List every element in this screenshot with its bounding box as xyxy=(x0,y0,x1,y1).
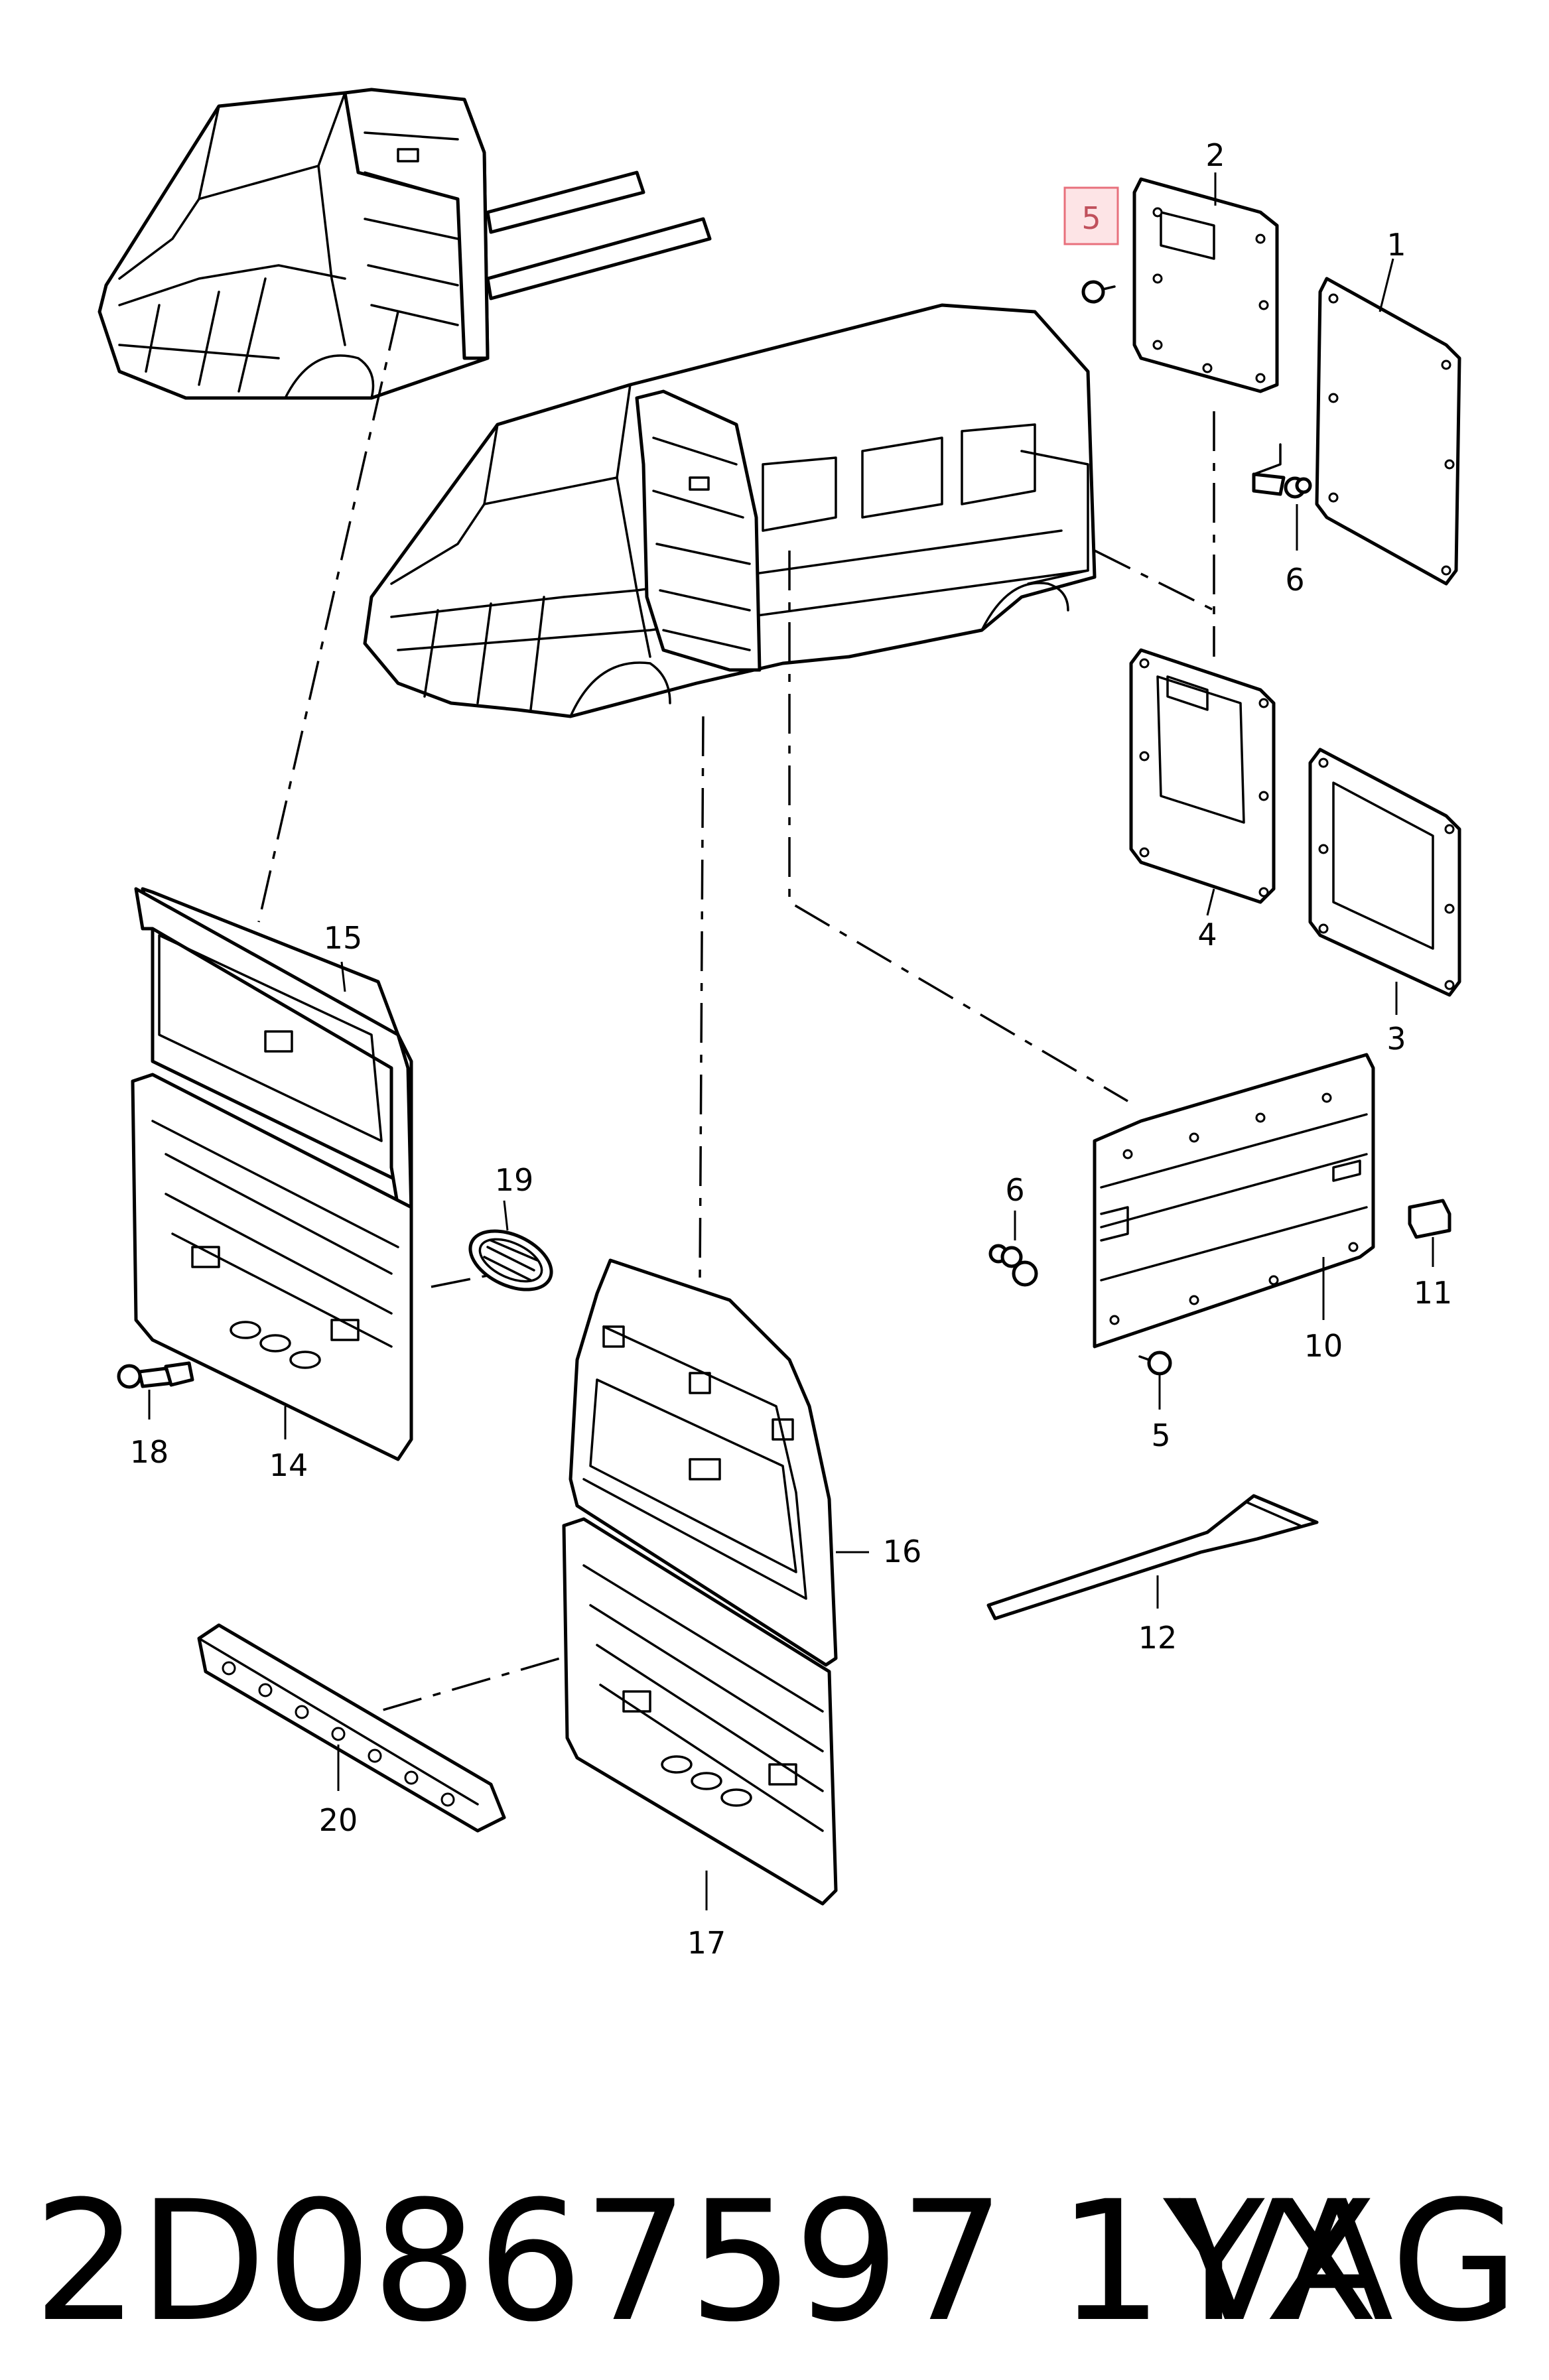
callout-10[interactable]: 10 xyxy=(1304,1328,1343,1364)
fastener-5-top xyxy=(1081,280,1116,304)
callout-5-highlighted[interactable]: 5 xyxy=(1081,200,1101,236)
callout-17[interactable]: 17 xyxy=(687,1925,726,1961)
callout-3[interactable]: 3 xyxy=(1386,1021,1406,1057)
callout-20[interactable]: 20 xyxy=(319,1802,358,1838)
callout-16[interactable]: 16 xyxy=(883,1534,922,1569)
footer: 2D0867597 1YX VAG xyxy=(33,2169,1519,2355)
part-4-panel xyxy=(1129,648,1276,904)
callout-6-top[interactable]: 6 xyxy=(1285,562,1304,598)
fastener-5-mid xyxy=(1138,1351,1172,1376)
part-16-partition-upper xyxy=(569,1258,838,1667)
callout-6-mid[interactable]: 6 xyxy=(1005,1172,1024,1208)
part-1-panel xyxy=(1315,277,1461,586)
fastener-6-top xyxy=(1252,443,1312,499)
part-11-cap xyxy=(1408,1199,1451,1239)
callout-18[interactable]: 18 xyxy=(130,1434,169,1470)
highlight-box xyxy=(1063,186,1119,245)
fastener-6-mid xyxy=(988,1244,1038,1287)
callout-15[interactable]: 15 xyxy=(324,920,363,956)
leader-lines xyxy=(148,172,1434,1910)
callout-11[interactable]: 11 xyxy=(1414,1275,1453,1311)
cab-illustration xyxy=(98,88,712,400)
part-19-grille xyxy=(468,1229,553,1291)
part-number: 2D0867597 1YX xyxy=(33,2165,1379,2358)
brand: VAG xyxy=(1177,2165,1519,2358)
part-17-partition-lower xyxy=(562,1517,838,1906)
callout-19[interactable]: 19 xyxy=(495,1162,534,1198)
part-12-strip xyxy=(986,1494,1319,1620)
part-2-panel xyxy=(1132,177,1279,393)
part-14-partition-lower xyxy=(131,1073,413,1461)
part-10-panel xyxy=(1093,1053,1375,1349)
fastener-18 xyxy=(117,1361,194,1389)
van-illustration xyxy=(363,303,1097,718)
callout-12[interactable]: 12 xyxy=(1138,1620,1178,1656)
callout-2[interactable]: 2 xyxy=(1205,137,1225,173)
part-3-panel xyxy=(1308,748,1461,997)
callout-labels: 5 2 1 6 4 3 6 11 10 5 12 15 19 16 18 14 … xyxy=(130,137,1453,1961)
part-20-rail xyxy=(197,1623,506,1833)
callout-1[interactable]: 1 xyxy=(1386,227,1406,263)
part-15-partition-upper xyxy=(134,887,413,1216)
callout-14[interactable]: 14 xyxy=(269,1447,308,1483)
callout-4[interactable]: 4 xyxy=(1197,917,1217,953)
callout-5-mid[interactable]: 5 xyxy=(1151,1418,1170,1453)
